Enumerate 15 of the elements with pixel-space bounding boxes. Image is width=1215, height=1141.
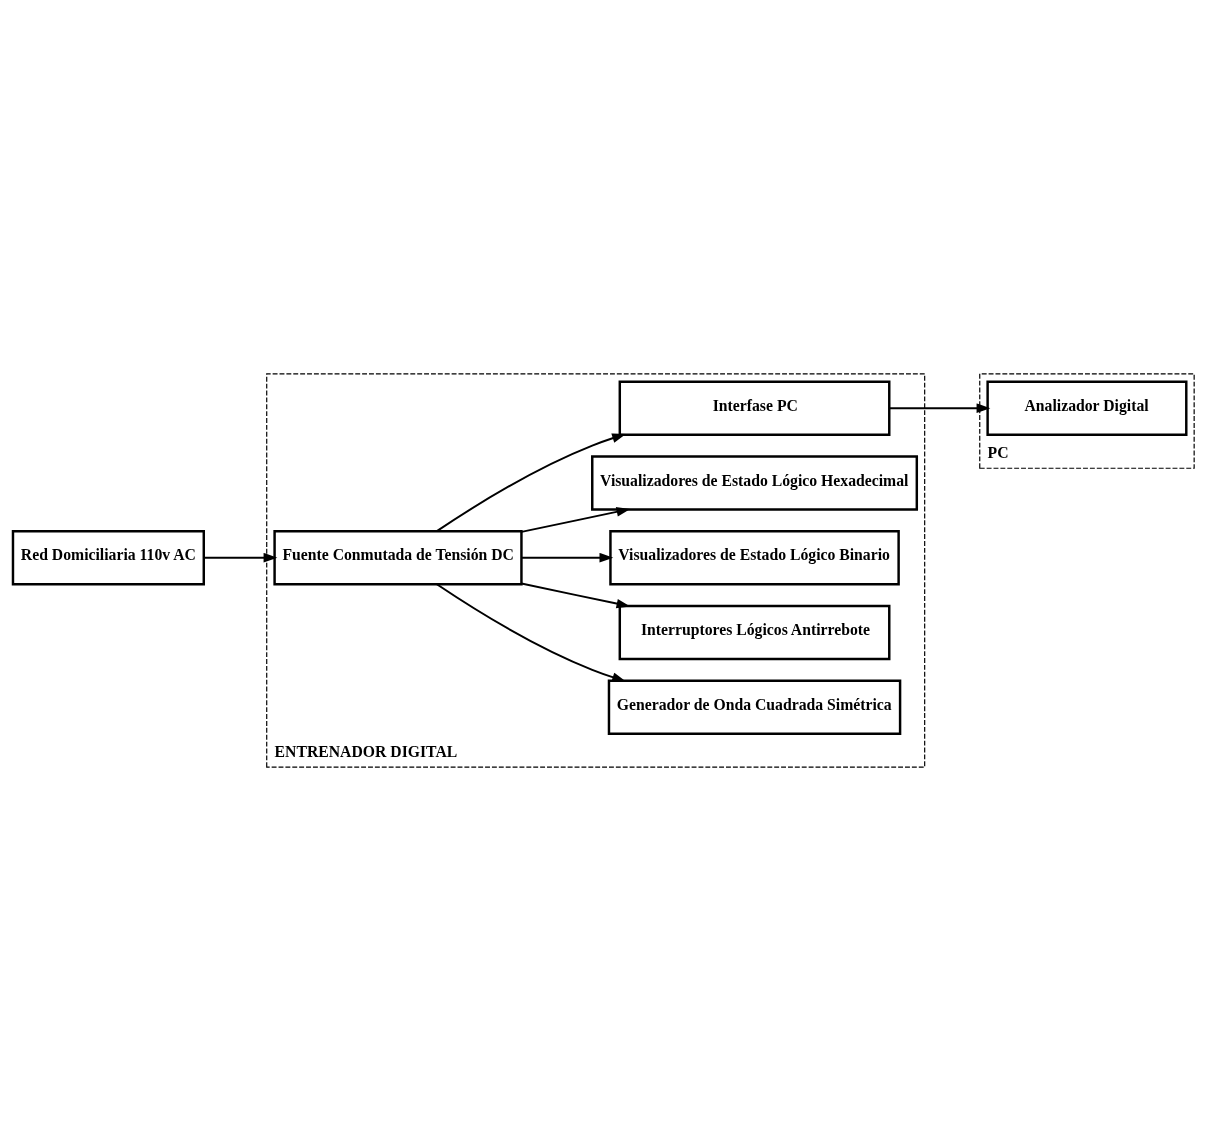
node-box: Visualizadores de Estado Lógico Hexadecimal: [591, 455, 919, 511]
arrow: [888, 403, 991, 414]
node-box: Generador de Onda Cuadrada Simétrica: [607, 679, 902, 735]
node-box: Analizador Digital: [986, 380, 1188, 436]
arrow: [520, 507, 631, 533]
arrow: [520, 552, 614, 563]
node-box: Fuente Conmutada de Tensión DC: [273, 529, 523, 586]
arrow: [202, 552, 278, 563]
arrow: [435, 433, 626, 533]
arrow: [435, 583, 626, 682]
node-box: Visualizadores de Estado Lógico Binario: [609, 529, 900, 586]
node-box: Red Domiciliaria 110v AC: [11, 529, 205, 586]
arrow: [520, 582, 631, 609]
node-box: Interruptores Lógicos Antirrebote: [618, 604, 891, 661]
node-box: Interfase PC: [618, 380, 891, 436]
